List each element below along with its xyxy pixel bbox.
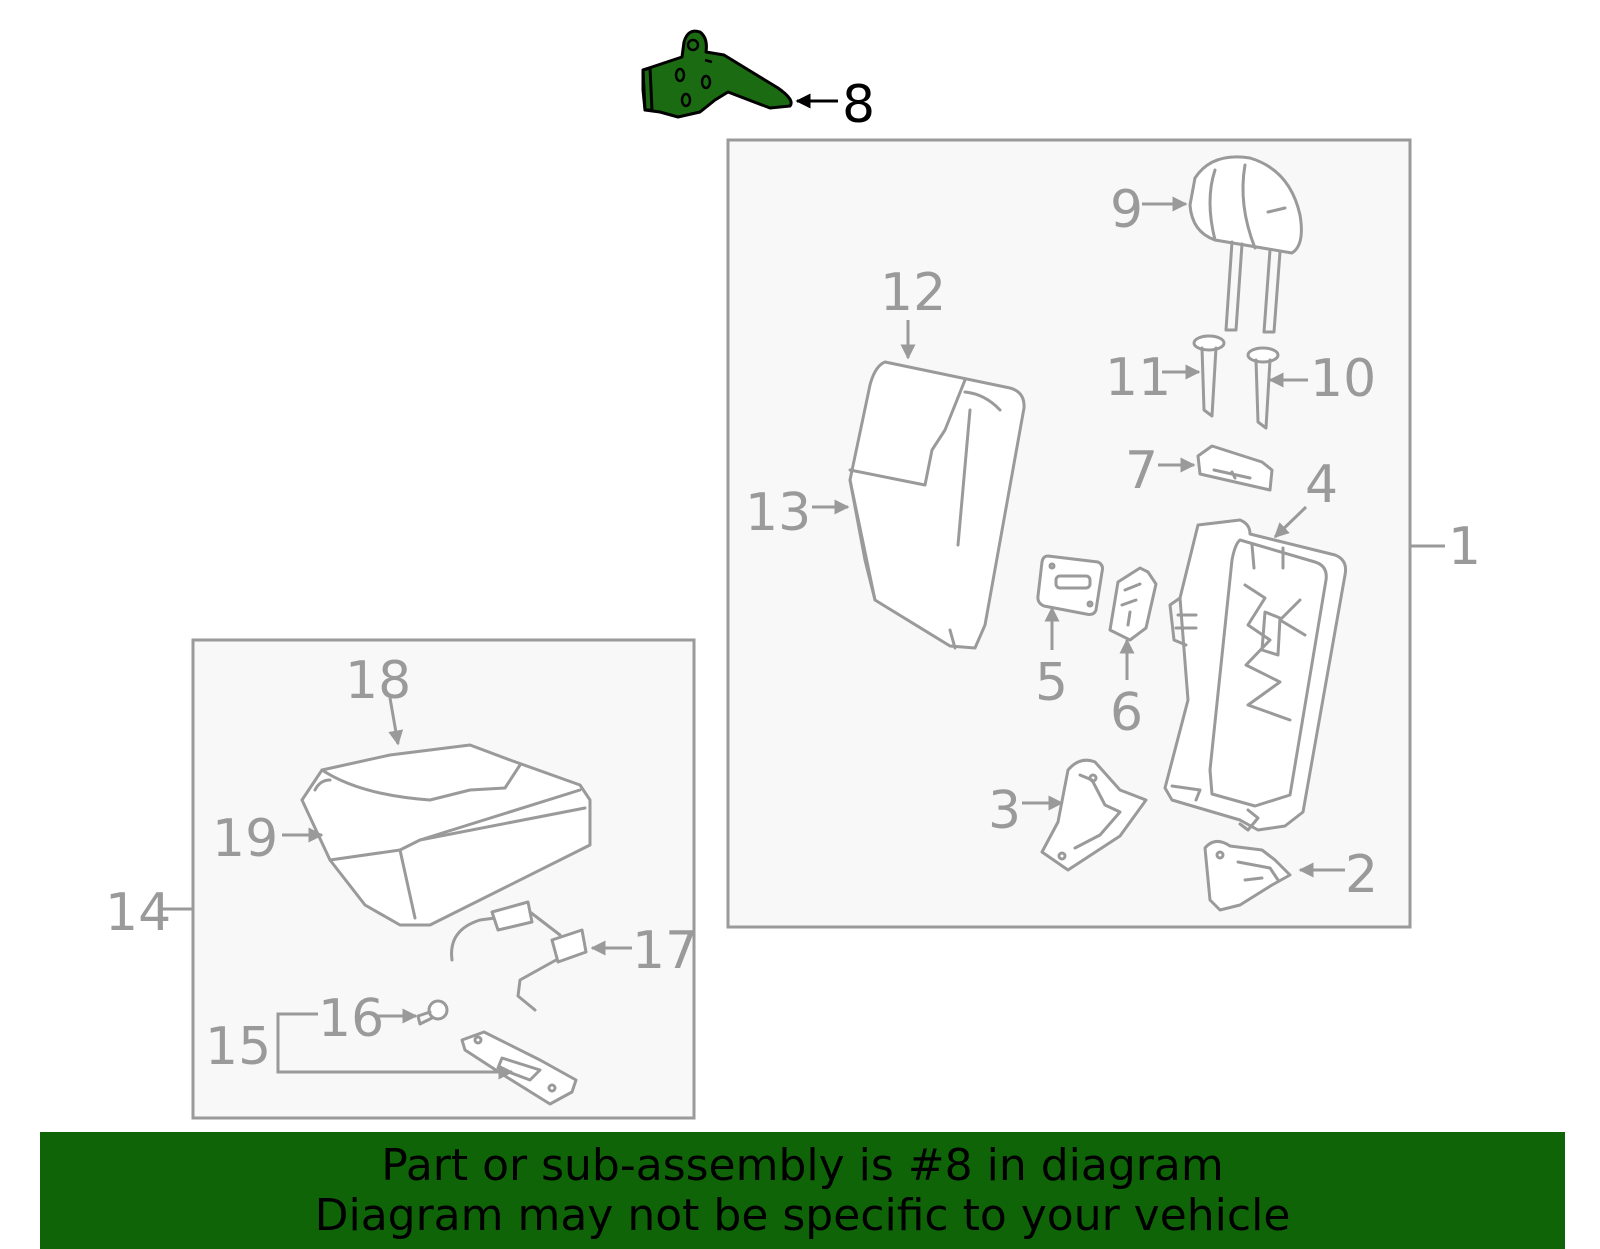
- callout-13: 13: [745, 483, 811, 543]
- part-16-bolt[interactable]: [416, 999, 449, 1026]
- part-6-latch[interactable]: [1108, 566, 1158, 642]
- part-4-seat-back-frame[interactable]: [1163, 518, 1347, 832]
- callout-17: 17: [632, 921, 698, 981]
- callout-16: 16: [318, 989, 384, 1049]
- part-5-plate[interactable]: [1036, 554, 1104, 616]
- part-2-bracket[interactable]: [1203, 840, 1292, 912]
- callout-11: 11: [1105, 348, 1171, 408]
- part-17-wire-harness[interactable]: [450, 900, 588, 1012]
- part-15-mounting-plate[interactable]: [460, 1030, 578, 1106]
- part-8-hinge-bracket[interactable]: [641, 29, 793, 119]
- callout-14: 14: [105, 883, 171, 943]
- callout-2: 2: [1345, 845, 1378, 905]
- callout-10: 10: [1310, 349, 1376, 409]
- callout-7: 7: [1125, 441, 1158, 501]
- part-10-headrest-guide[interactable]: [1246, 346, 1280, 430]
- part-19-seat-cushion-pad[interactable]: [300, 743, 592, 927]
- callout-19: 19: [212, 809, 278, 869]
- part-7-cover[interactable]: [1196, 444, 1274, 492]
- callout-8: 8: [842, 75, 875, 135]
- info-banner: Part or sub-assembly is #8 in diagram Di…: [40, 1132, 1565, 1249]
- callout-6: 6: [1110, 683, 1143, 743]
- banner-line-2: Diagram may not be specific to your vehi…: [314, 1189, 1291, 1241]
- part-9-headrest[interactable]: [1188, 155, 1303, 334]
- part-13-seat-back-pad[interactable]: [848, 360, 1026, 650]
- callout-15: 15: [205, 1017, 271, 1077]
- callout-12: 12: [880, 263, 946, 323]
- banner-line-1: Part or sub-assembly is #8 in diagram: [381, 1139, 1224, 1191]
- callout-3: 3: [988, 781, 1021, 841]
- callout-5: 5: [1035, 653, 1068, 713]
- part-11-headrest-guide[interactable]: [1192, 334, 1226, 418]
- callout-1: 1: [1448, 517, 1481, 577]
- callout-18: 18: [345, 651, 411, 711]
- part-3-bracket[interactable]: [1040, 758, 1148, 872]
- callout-4: 4: [1305, 455, 1338, 515]
- callout-9: 9: [1110, 180, 1143, 240]
